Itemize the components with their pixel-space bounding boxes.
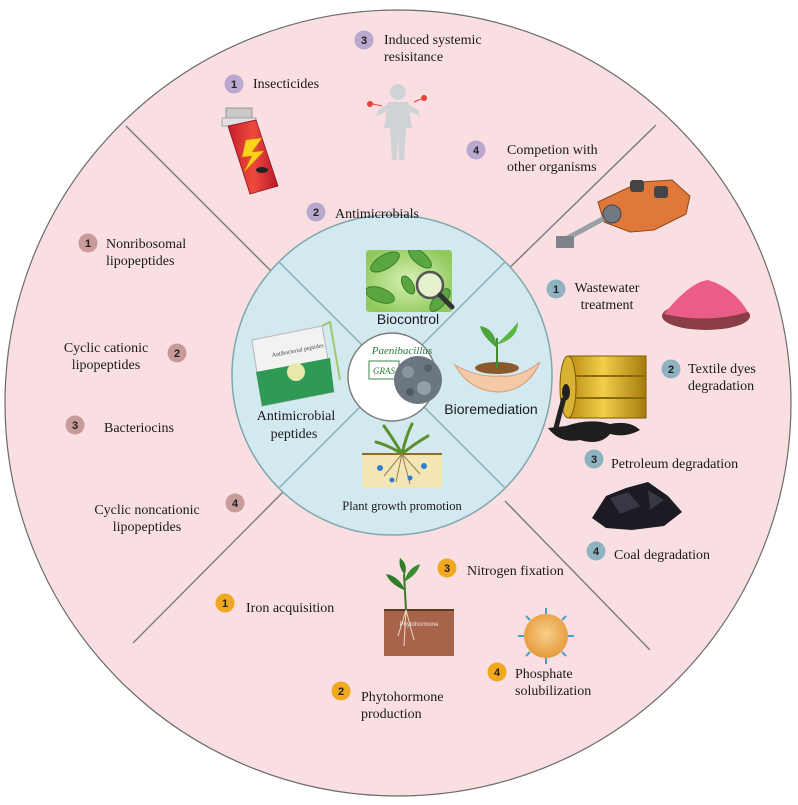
antimicrobial-badge-number: 2 <box>174 348 180 360</box>
antimicrobial-label-line2: peptides <box>271 427 318 442</box>
antimicrobial-badge-number: 3 <box>72 420 78 432</box>
bioremediation-item-3: 3 Petroleum degradation <box>584 449 738 472</box>
biocontrol-badge-4 <box>466 140 486 160</box>
bioremediation-item-label: Coal degradation <box>614 548 710 563</box>
bioremediation-item-2: 2 Textile dyes degradation <box>661 359 756 394</box>
biocontrol-badge-2 <box>306 202 326 222</box>
biocontrol-badge-number: 4 <box>473 145 480 157</box>
antimicrobial-item-label-line2: lipopeptides <box>106 254 174 269</box>
genus-label: Paenibacillus <box>371 345 433 357</box>
sprout-hands-icon <box>453 322 541 393</box>
antimicrobial-item-label: Cyclic cationic <box>64 341 148 356</box>
biocontrol-badge-3 <box>354 30 374 50</box>
peptide-package-icon: Antibacterial peptides <box>251 320 341 407</box>
bioremediation-badge-number: 3 <box>591 454 597 466</box>
bioremediation-item-1: 1 Wastewater treatment <box>546 279 640 313</box>
center-logo: Paenibacillus GRAS <box>368 345 442 404</box>
bioremediation-item-4: 4 Coal degradation <box>586 541 710 563</box>
bioremediation-item-label-line2: degradation <box>688 379 754 394</box>
biocontrol-label: Biocontrol <box>377 311 439 327</box>
antimicrobial-badge-1 <box>78 233 98 253</box>
bioremediation-badge-2 <box>661 359 681 379</box>
biocontrol-item-label: Insecticides <box>253 77 319 92</box>
plant-item-2: 2 Phytohormone production <box>331 681 443 722</box>
plant-root-icon <box>362 422 442 488</box>
antimicrobial-item-1: 1 Nonribosomal lipopeptides <box>78 233 186 269</box>
antimicrobial-badge-2 <box>167 343 187 363</box>
plant-item-4: 4 Phosphate solubilization <box>487 662 591 699</box>
plant-item-label: Phytohormone <box>361 690 443 705</box>
antimicrobial-badge-number: 4 <box>232 498 239 510</box>
antimicrobial-badge-4 <box>225 493 245 513</box>
plant-badge-3 <box>437 558 457 578</box>
plant-item-label: Iron acquisition <box>246 601 334 616</box>
plant-item-label: Nitrogen fixation <box>467 564 564 579</box>
antimicrobial-item-3: 3 Bacteriocins <box>65 415 174 436</box>
plant-badge-number: 1 <box>222 598 228 610</box>
human-body-icon <box>367 84 427 160</box>
plant-soil-icon: Phytohormone <box>384 558 454 656</box>
antimicrobial-item-label-line2: lipopeptides <box>72 358 140 373</box>
biocontrol-item-label: Induced systemic <box>384 33 482 48</box>
antimicrobial-item-label: Bacteriocins <box>104 421 174 436</box>
plant-badge-4 <box>487 662 507 682</box>
bioremediation-label: Bioremediation <box>444 401 537 417</box>
biocontrol-item-4: 4 Competion with other organisms <box>466 140 598 175</box>
bioremediation-item-label: Textile dyes <box>688 362 756 377</box>
spray-can-icon <box>221 107 279 195</box>
soil-label: Phytohormone <box>399 622 439 628</box>
antimicrobial-item-4: 4 Cyclic noncationic lipopeptides <box>94 493 245 535</box>
biocontrol-item-label-line2: resisitance <box>384 50 443 65</box>
plant-item-label-line2: production <box>361 707 422 722</box>
bacteria-icon <box>366 250 455 312</box>
biocontrol-badge-number: 3 <box>361 35 367 47</box>
antimicrobial-item-label: Cyclic noncationic <box>94 503 199 518</box>
plant-badge-number: 3 <box>444 563 450 575</box>
plant-item-3: 3 Nitrogen fixation <box>437 558 564 579</box>
bioremediation-badge-number: 2 <box>668 364 674 376</box>
plant-item-label-line2: solubilization <box>515 684 591 699</box>
bioremediation-badge-4 <box>586 541 606 561</box>
antimicrobial-badge-3 <box>65 415 85 435</box>
plant-badge-2 <box>331 681 351 701</box>
pink-powder-icon <box>662 280 750 330</box>
antimicrobial-badge-number: 1 <box>85 238 91 250</box>
bioremediation-badge-number: 4 <box>593 546 600 558</box>
bioremediation-badge-number: 1 <box>553 284 559 296</box>
water-pipe-icon <box>556 179 691 248</box>
phosphate-particle-icon <box>518 608 574 664</box>
antimicrobial-item-label-line2: lipopeptides <box>113 520 181 535</box>
gras-label: GRAS <box>373 366 395 376</box>
biocontrol-badge-1 <box>224 74 244 94</box>
biocontrol-item-1: 1 Insecticides <box>224 74 319 94</box>
biocontrol-badge-number: 2 <box>313 207 319 219</box>
bioremediation-item-label: Petroleum degradation <box>611 457 738 472</box>
microscope-image-icon <box>402 364 432 396</box>
biocontrol-item-3: 3 Induced systemic resisitance <box>354 30 482 65</box>
plant-item-label: Phosphate <box>515 667 573 682</box>
plant-badge-number: 4 <box>494 667 501 679</box>
outer-items: 1 Insecticides 2 Antimicrobials 3 Induced sys… <box>64 30 756 722</box>
plant-badge-number: 2 <box>338 686 344 698</box>
coal-icon <box>592 482 682 530</box>
biocontrol-item-label-line2: other organisms <box>507 160 597 175</box>
biocontrol-badge-number: 1 <box>231 79 237 91</box>
biocontrol-item-label: Antimicrobials <box>335 207 419 222</box>
bioremediation-badge-3 <box>584 449 604 469</box>
biocontrol-item-label: Competion with <box>507 143 598 158</box>
bioremediation-badge-1 <box>546 279 566 299</box>
bioremediation-item-label-line2: treatment <box>581 298 634 313</box>
antimicrobial-item-label: Nonribosomal <box>106 237 186 252</box>
biocontrol-item-2: 2 Antimicrobials <box>306 202 419 222</box>
antimicrobial-label-line1: Antimicrobial <box>257 409 336 424</box>
plant-badge-1 <box>215 593 235 613</box>
bioremediation-item-label: Wastewater <box>575 281 640 296</box>
plant-item-1: 1 Iron acquisition <box>215 593 334 616</box>
outer-dividers <box>125 124 657 651</box>
plant-growth-label: Plant growth promotion <box>342 499 462 513</box>
antimicrobial-item-2: 2 Cyclic cationic lipopeptides <box>64 341 187 373</box>
oil-barrel-icon <box>548 355 647 442</box>
